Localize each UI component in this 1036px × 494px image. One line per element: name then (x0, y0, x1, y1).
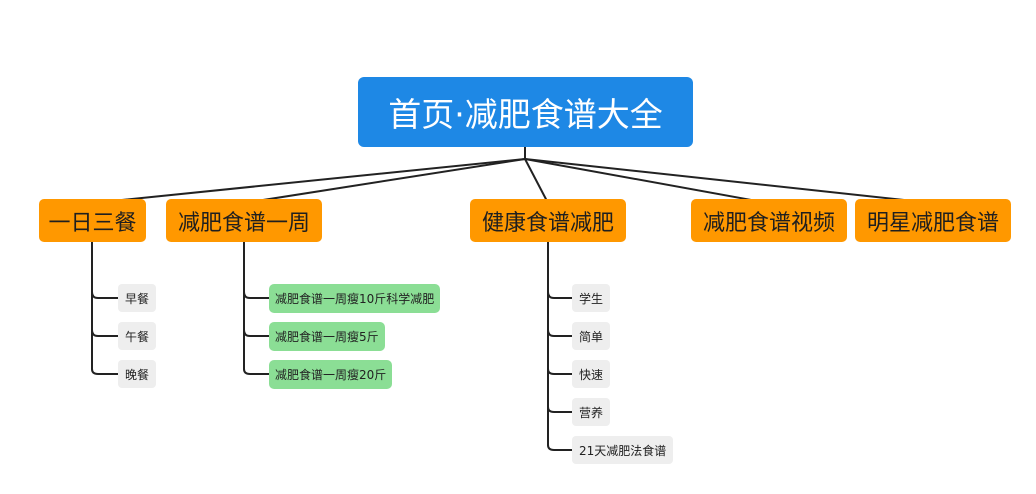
leaf-topic-nutrition[interactable]: 营养 (572, 398, 611, 426)
connector-branch-1-leaf-2 (91, 329, 119, 337)
connector-root-branch-4 (524, 158, 769, 204)
connector-branch-1-leaf-3 (91, 368, 119, 375)
connector-branch-3-leaf-2 (547, 329, 573, 337)
leaf-topic-label: 晚餐 (125, 367, 150, 382)
connector-branch-2-leaf-3 (243, 368, 270, 375)
branch-topic-label: 减肥食谱视频 (702, 210, 835, 236)
leaf-topic-lose-20[interactable]: 减肥食谱一周瘦20斤 (269, 360, 393, 389)
leaf-topic-label: 学生 (579, 291, 604, 306)
leaf-topic-label: 减肥食谱一周瘦5斤 (275, 330, 379, 344)
leaf-topic-label: 21天减肥法食谱 (579, 443, 667, 458)
connector-root-branch-5 (524, 158, 933, 204)
branch-topic-healthy-diet[interactable]: 健康食谱减肥 (470, 199, 626, 242)
connector-branch-2-leaf-1 (243, 291, 270, 299)
branch-topic-label: 减肥食谱一周 (177, 210, 310, 236)
leaf-topic-label: 减肥食谱一周瘦10斤科学减肥 (275, 292, 435, 306)
branch-topic-daily-meals[interactable]: 一日三餐 (39, 199, 146, 242)
leaf-topic-dinner[interactable]: 晚餐 (118, 360, 157, 388)
leaf-topic-simple[interactable]: 简单 (572, 322, 611, 350)
root-topic[interactable]: 首页·减肥食谱大全 (358, 77, 693, 147)
connector-branch-2-leaf-2 (243, 329, 270, 337)
leaf-topic-breakfast[interactable]: 早餐 (118, 284, 157, 312)
connector-branch-3-leaf-5 (547, 444, 573, 451)
leaf-topic-student[interactable]: 学生 (572, 284, 611, 312)
branch-topic-diet-video[interactable]: 减肥食谱视频 (691, 199, 847, 242)
connector-branch-3-leaf-4 (547, 406, 573, 413)
leaf-topic-lose-5[interactable]: 减肥食谱一周瘦5斤 (269, 322, 385, 351)
leaf-topic-label: 快速 (579, 367, 604, 382)
branch-topic-weekly-diet[interactable]: 减肥食谱一周 (166, 199, 322, 242)
connector-root-branch-3 (524, 158, 549, 204)
leaf-topic-label: 减肥食谱一周瘦20斤 (275, 368, 387, 382)
leaf-topic-label: 午餐 (125, 329, 150, 344)
branch-topic-label: 明星减肥食谱 (866, 210, 999, 236)
connector-branch-3-leaf-1 (547, 291, 573, 299)
connector-root-branch-1 (91, 158, 526, 204)
leaf-topic-lunch[interactable]: 午餐 (118, 322, 157, 350)
leaf-topic-quick[interactable]: 快速 (572, 360, 611, 388)
branch-topic-celebrity-diet[interactable]: 明星减肥食谱 (855, 199, 1011, 242)
leaf-topic-label: 早餐 (125, 291, 150, 306)
branch-topic-label: 一日三餐 (48, 210, 137, 236)
leaf-topic-label: 简单 (579, 329, 604, 344)
leaf-topic-21-day-plan[interactable]: 21天减肥法食谱 (572, 436, 674, 464)
connector-root-branch-2 (243, 158, 526, 204)
branch-topic-label: 健康食谱减肥 (481, 210, 614, 236)
root-topic-label: 首页·减肥食谱大全 (388, 95, 663, 134)
connector-branch-1-leaf-1 (91, 291, 119, 299)
leaf-topic-lose-10[interactable]: 减肥食谱一周瘦10斤科学减肥 (269, 284, 441, 313)
leaf-topic-label: 营养 (579, 405, 604, 420)
connector-branch-3-leaf-3 (547, 368, 573, 375)
